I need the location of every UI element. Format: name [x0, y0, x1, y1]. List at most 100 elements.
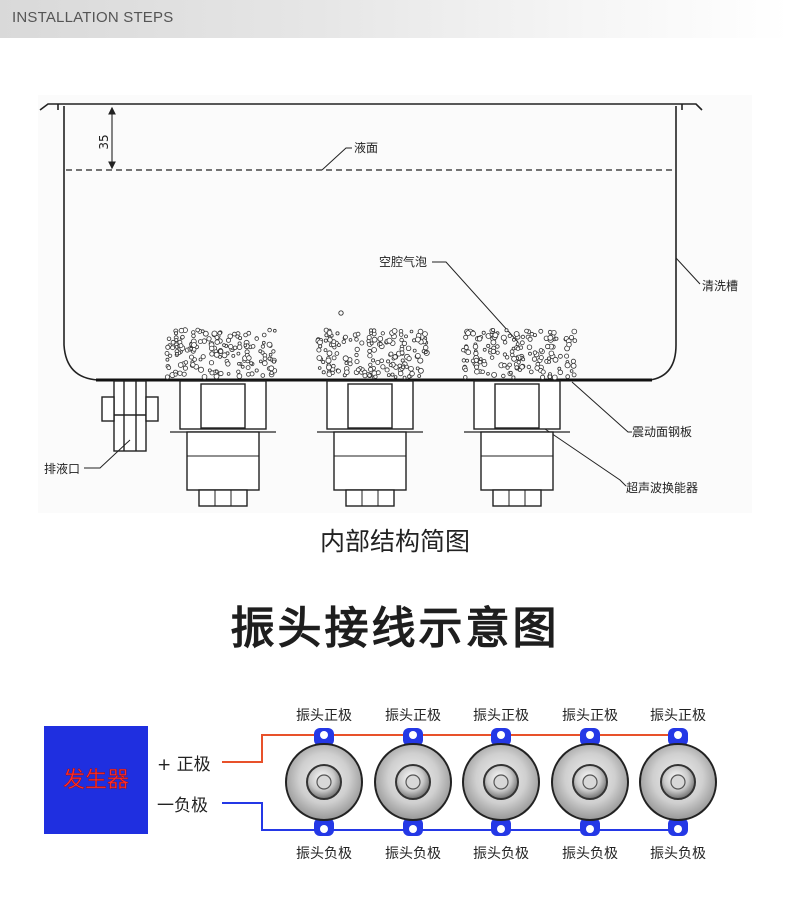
- bubble: [417, 367, 424, 374]
- bubble: [540, 374, 546, 380]
- bubble: [570, 362, 577, 369]
- bubble: [569, 369, 574, 373]
- liquid-level-label: 液面: [354, 140, 378, 155]
- bubble: [218, 370, 224, 377]
- bubble: [422, 331, 428, 337]
- bubble: [492, 332, 499, 339]
- negative-label: 一负极: [157, 796, 208, 816]
- bubble: [397, 363, 402, 368]
- bubble: [318, 344, 323, 349]
- bubble: [417, 357, 424, 364]
- bubble: [570, 358, 576, 364]
- bubble: [524, 328, 529, 334]
- bubble: [538, 328, 544, 334]
- bubble: [217, 330, 222, 336]
- bubble: [208, 345, 215, 352]
- bubble: [371, 347, 377, 353]
- bubble: [505, 365, 510, 370]
- bubble: [511, 355, 517, 362]
- bubble: [526, 344, 533, 350]
- bubble: [486, 343, 491, 348]
- bubble: [325, 357, 332, 364]
- bubble: [465, 358, 470, 363]
- bubble: [377, 335, 384, 342]
- bubble: [177, 370, 183, 376]
- bubble: [531, 356, 538, 362]
- bubble: [272, 328, 277, 333]
- bubble: [551, 374, 558, 381]
- bubble: [564, 353, 570, 359]
- plate-leader: [571, 381, 632, 433]
- bubble: [474, 368, 480, 375]
- bubble: [208, 360, 215, 366]
- bubble: [341, 339, 346, 344]
- bubble: [192, 357, 197, 362]
- transducer-base-nut: [492, 489, 542, 507]
- bubble: [371, 358, 376, 363]
- tab-hole: [497, 731, 505, 739]
- transducer-head: [285, 728, 363, 836]
- bubble: [378, 341, 383, 346]
- tab-hole: [320, 731, 328, 739]
- bubble: [516, 360, 521, 365]
- bubble: [519, 340, 525, 346]
- bubble: [355, 331, 361, 337]
- bubble: [495, 350, 500, 355]
- bubble: [200, 354, 206, 360]
- bubble: [404, 334, 408, 339]
- tab-hole: [586, 825, 594, 833]
- bubble: [237, 361, 241, 366]
- bubble: [409, 329, 414, 334]
- tab-hole: [320, 825, 328, 833]
- bubble: [527, 336, 533, 342]
- transducer-head: [551, 728, 629, 836]
- bubble: [174, 338, 179, 343]
- bubble: [323, 338, 328, 343]
- bubble: [189, 346, 193, 351]
- bubble: [238, 336, 243, 341]
- tab-hole: [409, 825, 417, 833]
- bubble: [191, 333, 196, 339]
- bubble: [490, 348, 496, 354]
- bubble: [191, 330, 196, 335]
- bubble: [334, 351, 340, 356]
- head-negative-label: 振头负极: [385, 846, 441, 862]
- bubble: [515, 346, 521, 351]
- tab-hole: [409, 731, 417, 739]
- bubble: [321, 359, 326, 364]
- bubble: [400, 358, 405, 363]
- drain-leader: [84, 439, 131, 469]
- bubble: [390, 372, 395, 377]
- bubble: [465, 349, 472, 356]
- bubble: [195, 327, 201, 333]
- bubble: [367, 373, 372, 378]
- bubble: [502, 362, 507, 368]
- drain-label: 排液口: [44, 461, 80, 476]
- head-negative-label: 振头负极: [473, 846, 529, 862]
- bubble: [164, 350, 170, 356]
- positive-wire: [222, 734, 683, 763]
- head-positive-label: 振头正极: [296, 708, 352, 724]
- bubble: [369, 341, 374, 346]
- bubble: [398, 370, 404, 377]
- bubble: [547, 334, 554, 341]
- bubble: [501, 373, 506, 379]
- bubble: [386, 337, 393, 344]
- bubble: [463, 375, 468, 380]
- bubble: [480, 369, 485, 374]
- bubble: [414, 336, 421, 343]
- transducer-nut: [347, 383, 393, 429]
- transducer-base-nut: [345, 489, 395, 507]
- bubble: [236, 351, 241, 356]
- tank-leader: [675, 257, 701, 285]
- drain-outlet: [101, 380, 159, 452]
- transducer-nut: [200, 383, 246, 429]
- bubble: [316, 355, 323, 361]
- bubble: [463, 367, 468, 373]
- bubble: [388, 351, 394, 357]
- head-positive-label: 振头正极: [562, 708, 618, 724]
- bubble: [191, 342, 197, 348]
- bubble: [565, 374, 570, 379]
- bubble: [336, 343, 341, 348]
- bubble: [188, 354, 194, 360]
